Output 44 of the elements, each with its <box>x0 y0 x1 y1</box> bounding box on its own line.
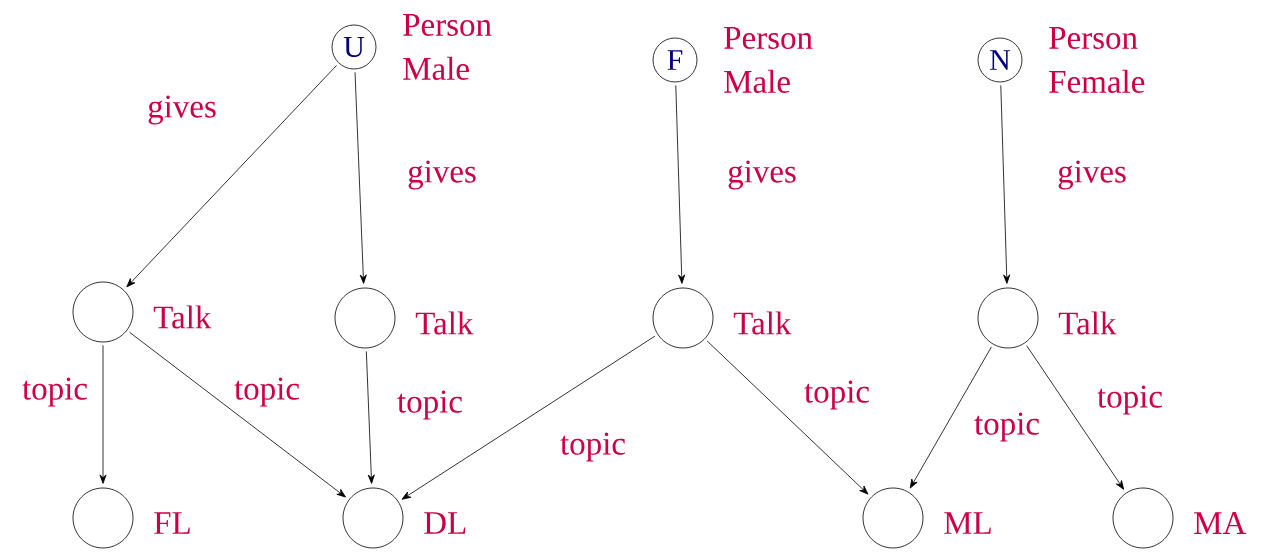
arrow <box>401 335 656 500</box>
node-caption: Talk <box>1058 311 1117 335</box>
edge-label: topic <box>560 432 625 462</box>
edge-label: gives <box>408 160 476 190</box>
edge-label: topic <box>22 377 87 407</box>
circle-node <box>72 487 134 549</box>
node-caption: FL <box>154 512 190 534</box>
node-caption: Talk <box>415 311 474 335</box>
node-caption: DL <box>424 512 466 534</box>
arrow <box>365 350 375 484</box>
circle-node <box>862 487 924 549</box>
circle-node: U <box>331 24 377 70</box>
circle-node <box>334 287 396 349</box>
arrow <box>129 331 346 498</box>
arrow <box>354 71 367 284</box>
circle-node <box>977 287 1039 349</box>
arrow <box>909 346 992 489</box>
circle-node <box>72 281 134 343</box>
node-caption: Person Male <box>403 14 492 80</box>
circle-node: N <box>977 37 1023 83</box>
node-caption: ML <box>944 512 991 534</box>
node-caption: MA <box>1194 512 1247 534</box>
edge-label: topic <box>804 380 869 410</box>
edge-label: topic <box>234 377 299 407</box>
edge-label: gives <box>148 95 216 125</box>
edge-label: gives <box>1058 160 1126 190</box>
arrow <box>126 65 337 288</box>
node-caption: Person Female <box>1049 27 1145 93</box>
arrow <box>1000 84 1011 284</box>
arrow <box>706 340 869 495</box>
node-caption: Talk <box>733 311 792 335</box>
edge-label: topic <box>974 412 1039 442</box>
circle-node: F <box>652 37 698 83</box>
edge-label: topic <box>397 390 462 420</box>
edge-label: gives <box>728 160 796 190</box>
arrow <box>675 84 686 284</box>
arrow <box>1026 345 1125 490</box>
node-caption: Talk <box>153 305 212 329</box>
node-caption: Person Male <box>724 27 813 93</box>
circle-node <box>342 487 404 549</box>
edge-label: topic <box>1097 385 1162 415</box>
circle-node <box>652 287 714 349</box>
arrow <box>99 345 107 484</box>
circle-node <box>1112 487 1174 549</box>
